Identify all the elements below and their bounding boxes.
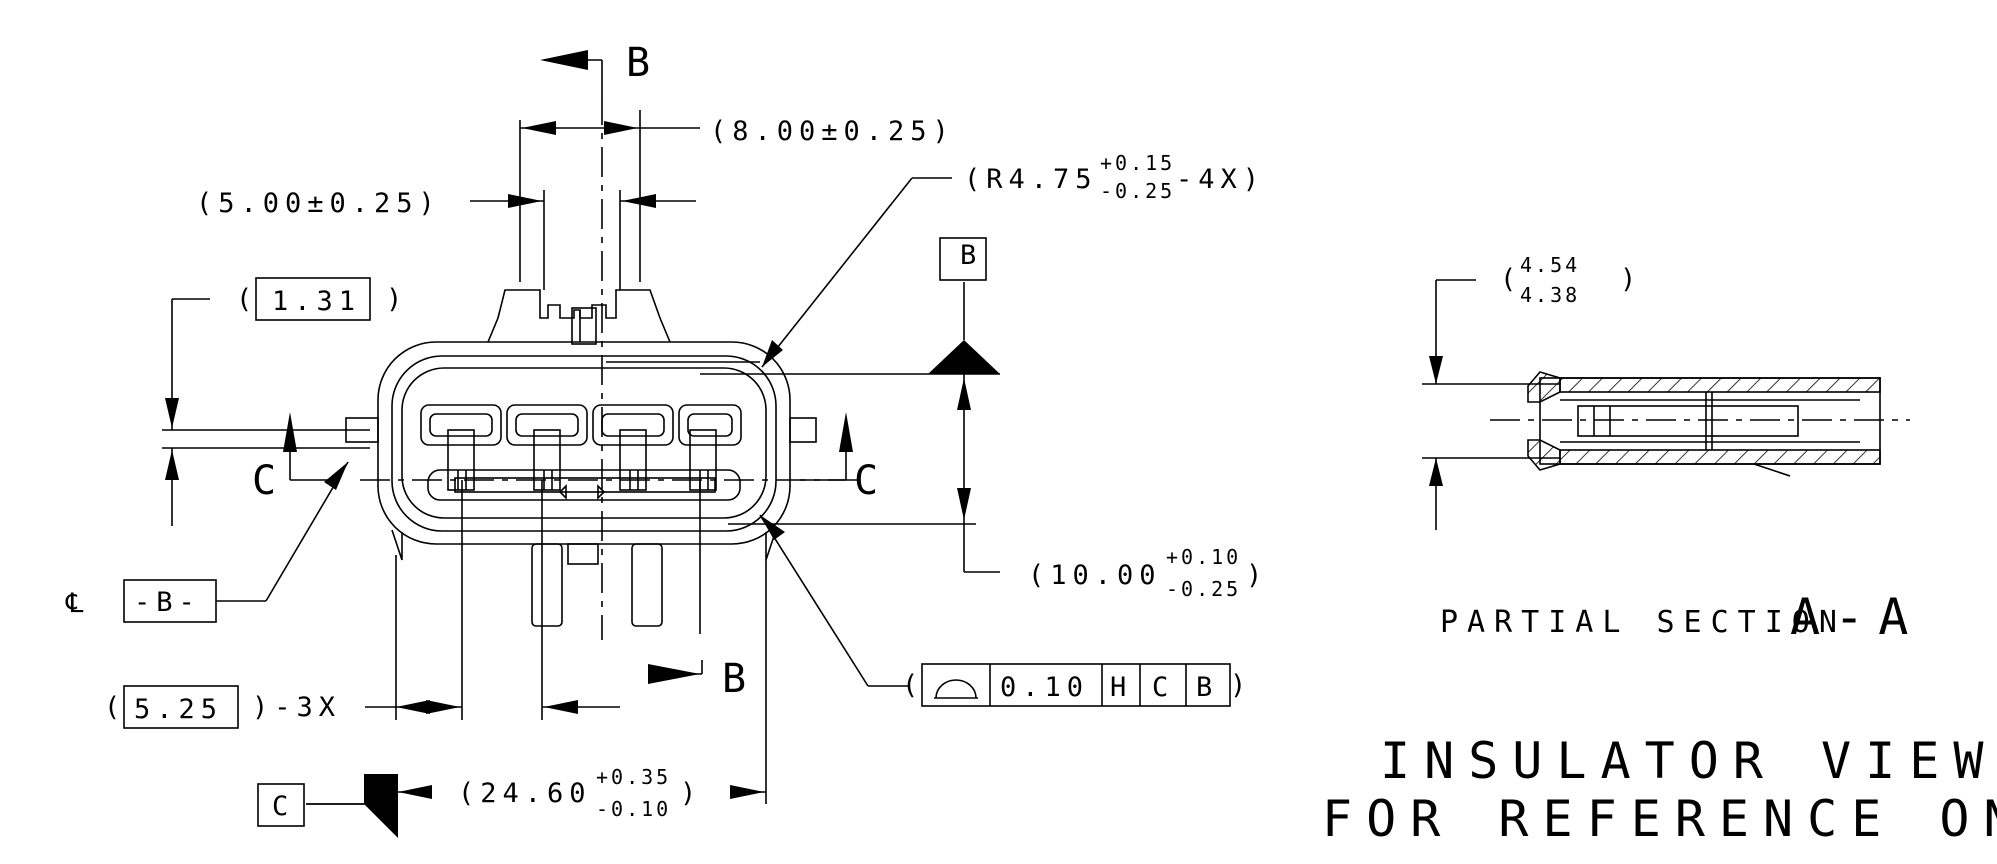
arrowheads (165, 50, 1443, 838)
datum-b-centerline-text: -B- (134, 587, 201, 618)
right-ear (789, 417, 817, 443)
leader-feature-control (759, 514, 869, 687)
leader-r475 (761, 177, 913, 368)
datum-c-box (257, 783, 305, 827)
dim-454-close: ) (1620, 264, 1642, 295)
dim-24-close: ) (680, 778, 702, 809)
peg-left (531, 543, 563, 627)
connector-front-view (345, 289, 817, 627)
dim-24-main: (24.60 (458, 778, 592, 809)
latch-key (571, 307, 597, 345)
fcf-ref-c: C (1152, 672, 1174, 703)
housing-inner-2 (401, 367, 767, 519)
dim-24-minus: -0.10 (596, 797, 671, 821)
datum-b-centerline-box (123, 579, 217, 623)
note-line-1: INSULATOR VIEWS (1380, 732, 1997, 790)
dim-24-plus: +0.35 (596, 765, 671, 789)
dim-525-value: 5.25 (134, 694, 223, 725)
centerlines (360, 95, 1910, 640)
dim-r475-minus: -0.25 (1100, 179, 1175, 203)
dim-525-box (123, 685, 239, 729)
dim-8: (8.00±0.25) (710, 116, 955, 147)
peg-right (631, 543, 663, 627)
dim-10-minus: -0.25 (1166, 577, 1241, 601)
dim-24-lines (306, 560, 767, 805)
dim-525-tail: )-3X (252, 692, 341, 723)
dim-454-open: ( (1500, 264, 1522, 295)
dim-8-lines (519, 110, 700, 282)
dim-r475-plus: +0.15 (1100, 151, 1175, 175)
housing-inner-1 (391, 355, 777, 532)
dim-10-close: ) (1246, 560, 1268, 591)
partial-section-view (1422, 279, 1881, 530)
dim-10-plus: +0.10 (1166, 545, 1241, 569)
datum-c-letter: C (272, 791, 294, 822)
section-a-a-label: A-A (1790, 588, 1922, 646)
datum-b-letter: B (960, 240, 982, 271)
terminal-cavities (420, 404, 742, 446)
section-b-bottom-label: B (722, 656, 746, 702)
dim-r475-tail: -4X) (1176, 164, 1265, 195)
section-c-right-label: C (854, 458, 878, 504)
dim-454-top: 4.54 (1520, 253, 1580, 277)
note-line-2: FOR REFERENCE ONLY (1322, 790, 1997, 848)
fcf-ref-h: H (1110, 672, 1132, 703)
section-c-lines (289, 430, 847, 481)
dim-r475-main: (R4.75 (964, 164, 1098, 195)
top-latch (487, 289, 581, 343)
dim-131-box (255, 277, 371, 321)
partial-section-label: PARTIAL SECTION (1440, 605, 1846, 640)
centerline-symbol: ℄ (65, 588, 89, 619)
section-c-left-label: C (252, 458, 276, 504)
datum-b-box (939, 237, 987, 281)
fcf-tolerance: 0.10 (1000, 672, 1089, 703)
dim-5-lines (470, 190, 696, 290)
dim-5: (5.00±0.25) (196, 188, 441, 219)
dim-525-open: ( (104, 692, 126, 723)
feature-control-frame[interactable] (921, 663, 1231, 707)
dim-131-open: ( (236, 284, 258, 315)
fcf-close: ) (1230, 670, 1252, 701)
terminals (447, 429, 717, 491)
dim-454-bottom: 4.38 (1520, 283, 1580, 307)
fcf-ref-b: B (1196, 672, 1218, 703)
section-b-top-label: B (626, 40, 650, 86)
section-b-lines (544, 59, 703, 675)
dim-10-main: (10.00 (1028, 560, 1162, 591)
dim-131-close: ) (386, 284, 408, 315)
dim-131-value: 1.31 (272, 286, 361, 317)
profile-surface-icon (934, 679, 978, 699)
fcf-open: ( (902, 670, 924, 701)
